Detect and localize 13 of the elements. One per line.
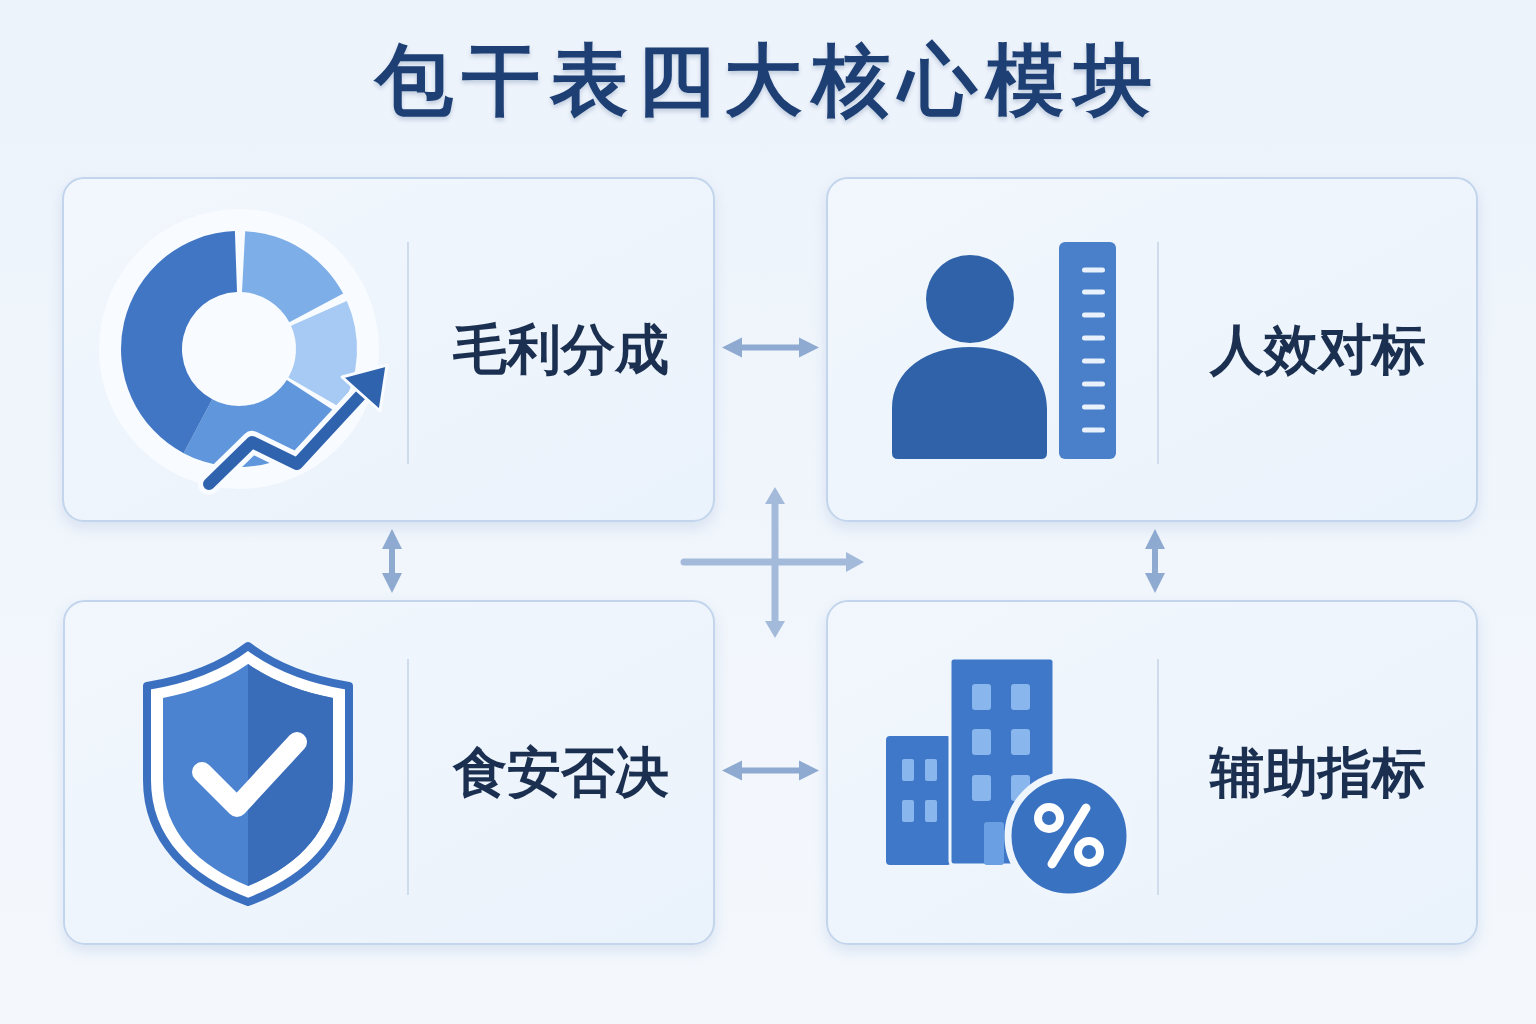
- module-label: 毛利分成: [453, 317, 669, 382]
- diagram-title: 包干表四大核心模块: [374, 34, 1162, 127]
- double-arrow: [1145, 529, 1165, 593]
- module-label: 人效对标: [1209, 317, 1426, 382]
- double-arrow: [722, 337, 819, 358]
- module-card: [62, 177, 715, 522]
- double-arrow: [722, 760, 819, 781]
- module-card: [63, 600, 715, 945]
- module-label: 食安否决: [453, 740, 669, 805]
- module-card: [826, 600, 1478, 945]
- module-card: [826, 177, 1478, 522]
- module-label: 辅助指标: [1209, 740, 1426, 805]
- double-arrow: [382, 529, 402, 593]
